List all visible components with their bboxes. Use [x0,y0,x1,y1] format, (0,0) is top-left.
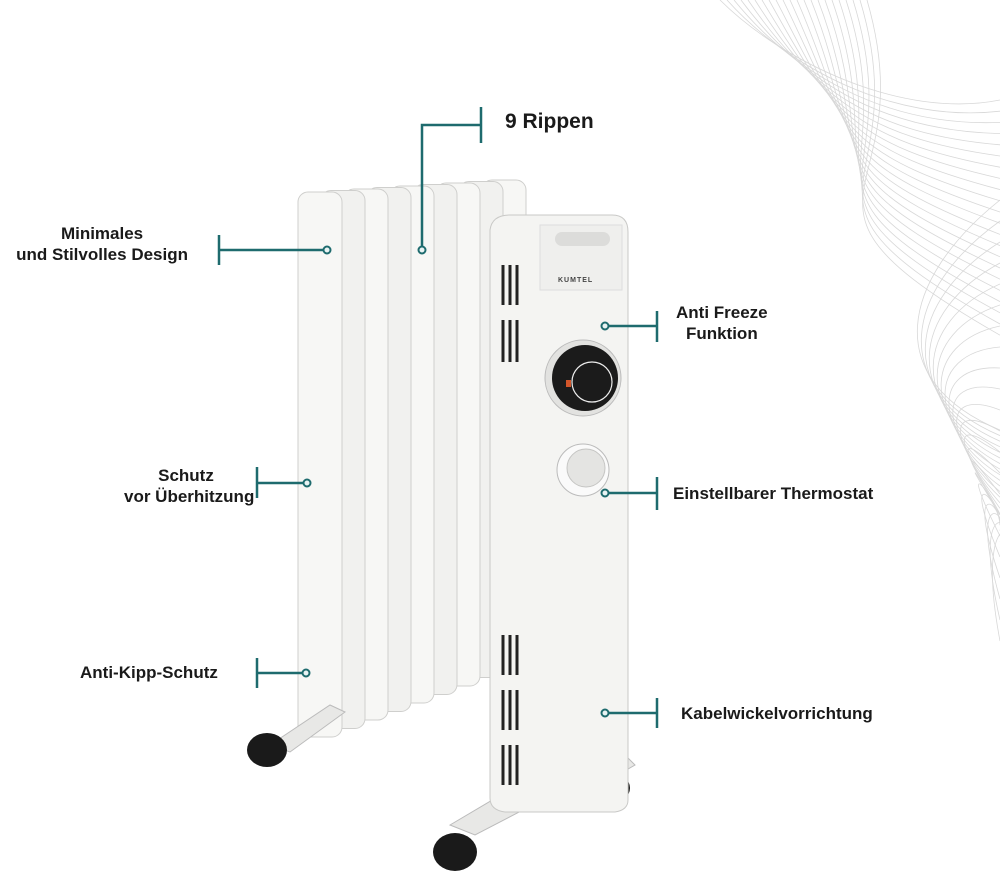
control-panel [489,214,629,813]
bottom-vents [501,635,519,785]
callout-design: Minimales und Stilvolles Design [16,223,188,265]
callout-antifreeze-line1: Anti Freeze [676,303,768,322]
callout-dots [301,245,610,718]
callout-ribs: 9 Rippen [505,110,594,133]
callout-cable: Kabelwickelvorrichtung [681,704,873,723]
brand-logo: KUMTEL [558,277,594,284]
callout-thermostat: Einstellbarer Thermostat [673,484,874,503]
callout-lines [217,107,659,728]
wheel-icon [247,733,287,767]
callout-overheat-line1: Schutz [158,466,214,485]
radiator-fin [297,191,343,738]
callout-overheat: Schutz vor Überhitzung [124,465,255,507]
callout-antifreeze-line2: Funktion [685,324,758,343]
thermostat-knob [566,448,606,488]
callout-overheat-line2: vor Überhitzung [124,487,255,506]
callout-antifreeze: Anti Freeze Funktion [676,302,768,344]
callout-antitip: Anti-Kipp-Schutz [80,663,218,682]
callout-design-line2: und Stilvolles Design [16,245,188,264]
carry-handle [555,232,610,246]
top-vents [501,265,519,362]
heat-indicator-icon [566,380,571,387]
callout-design-line1: Minimales [60,224,144,243]
background-wave-lines [719,0,1000,642]
mode-dial [552,345,618,411]
wheel-icon [433,833,477,871]
